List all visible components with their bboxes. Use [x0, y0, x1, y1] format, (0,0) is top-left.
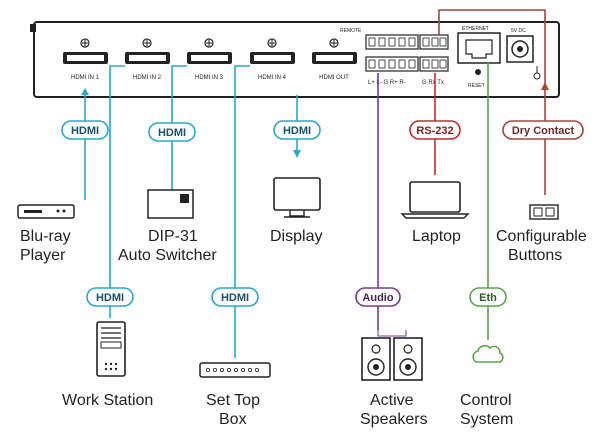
dip31-label-2: Auto Switcher: [118, 247, 217, 264]
ethernet-label: ETHERNET: [462, 26, 489, 32]
power-port: 5V DC: [506, 28, 541, 80]
reset-label: RESET: [468, 83, 485, 89]
workstation-icon: [96, 321, 126, 377]
dry-contact-cable: [438, 9, 546, 195]
ethernet-port: ETHERNET RESET: [457, 26, 501, 89]
dip31-label: DIP-31: [148, 228, 198, 245]
speakers-icon: [361, 337, 423, 381]
remote-label: REMOTE: [340, 28, 362, 34]
badge-hdmi-settop: HDMI: [211, 287, 259, 307]
control-label-2: System: [460, 411, 513, 428]
dip31-switcher-icon: [147, 189, 194, 219]
hdmi-in1-label: HDMI IN 1: [71, 75, 100, 81]
settop-box-icon: [199, 362, 271, 378]
hdmi-line-dip31: [171, 65, 187, 190]
settop-label: Set Top: [206, 392, 260, 409]
svg-text:HDMI: HDMI: [221, 292, 249, 304]
settop-label-2: Box: [219, 411, 247, 428]
svg-text:RS-232: RS-232: [416, 125, 453, 137]
workstation-label: Work Station: [62, 392, 153, 409]
hdmi-in3-label: HDMI IN 3: [195, 75, 224, 81]
badge-hdmi-workstation: HDMI: [86, 287, 134, 307]
laptop-label: Laptop: [412, 228, 461, 245]
buttons-label-2: Buttons: [508, 247, 562, 264]
svg-text:HDMI: HDMI: [283, 125, 311, 137]
display-monitor-icon: [273, 177, 321, 218]
svg-text:HDMI: HDMI: [96, 292, 124, 304]
arrow-icon: [293, 150, 301, 158]
hdmi-out-label: HDMI OUT: [319, 75, 349, 81]
badge-dry-contact: Dry Contact: [502, 120, 584, 140]
bluray-label: Blu-ray: [20, 228, 71, 245]
speakers-label: Active: [370, 392, 414, 409]
badge-hdmi-dip31: HDMI: [148, 122, 196, 142]
arrow-icon: [81, 88, 89, 95]
svg-text:Audio: Audio: [362, 292, 393, 304]
display-label: Display: [270, 228, 322, 245]
hdmi-in2-label: HDMI IN 2: [133, 75, 162, 81]
hdmi-line-settop: [234, 65, 250, 358]
cloud-icon: [472, 344, 504, 363]
audio-rs232-terminal-block: L+ L- G R+ R- G Rx Tx: [365, 56, 449, 86]
svg-text:Eth: Eth: [479, 292, 497, 304]
control-label: Control: [460, 392, 512, 409]
bluray-player-icon: [17, 204, 75, 219]
hdmi-cables: [84, 65, 298, 358]
badge-hdmi-bluray: HDMI: [61, 120, 109, 140]
hdmi-port-in2: HDMI IN 2: [125, 38, 170, 81]
hdmi-port-in1: HDMI IN 1: [63, 38, 108, 81]
hdmi-port-out: HDMI OUT: [312, 38, 357, 81]
badge-eth: Eth: [469, 287, 507, 307]
arrow-icon: [541, 82, 549, 90]
laptop-icon: [400, 181, 470, 219]
svg-text:HDMI: HDMI: [71, 125, 99, 137]
hdmi-line-workstation: [109, 65, 125, 318]
svg-text:Dry Contact: Dry Contact: [512, 125, 575, 137]
badge-audio: Audio: [355, 287, 401, 307]
bluray-label-2: Player: [20, 247, 66, 264]
buttons-label: Configurable: [496, 228, 587, 245]
power-label: 5V DC: [511, 28, 526, 34]
badge-rs232: RS-232: [409, 120, 461, 140]
hdmi-port-in4: HDMI IN 4: [250, 38, 295, 81]
remote-terminal-block: [365, 34, 449, 50]
hdmi-port-in3: HDMI IN 3: [187, 38, 232, 81]
speakers-label-2: Speakers: [360, 411, 428, 428]
rs232-pins-label: G Rx Tx: [422, 80, 444, 86]
configurable-buttons-icon: [529, 204, 559, 220]
badge-hdmi-display: HDMI: [273, 120, 321, 140]
audio-pins-label: L+ L- G R+ R-: [368, 80, 406, 86]
hdmi-in4-label: HDMI IN 4: [258, 75, 287, 81]
svg-text:HDMI: HDMI: [158, 127, 186, 139]
